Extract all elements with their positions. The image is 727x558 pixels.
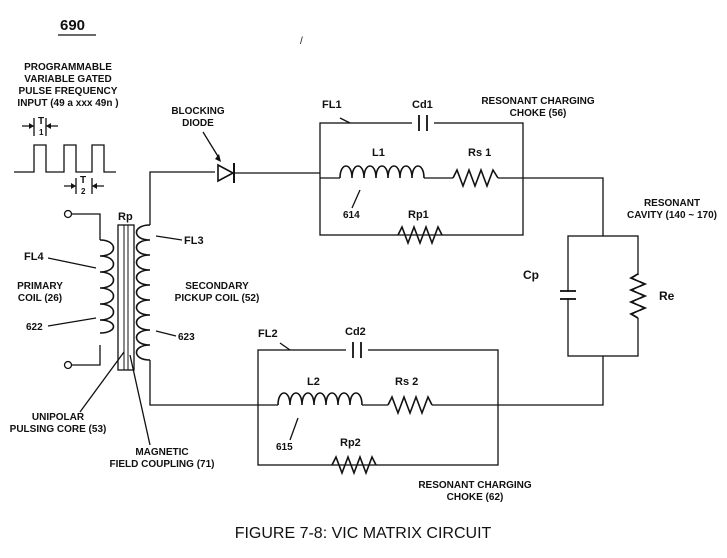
rs2-resistor	[387, 394, 498, 416]
n614-leader	[351, 189, 361, 209]
fl3-label: FL3	[184, 235, 204, 247]
blocking-diode	[202, 131, 320, 183]
rp1-label: Rp1	[408, 209, 429, 221]
cd2-label: Cd2	[345, 326, 366, 338]
unipolar-core-leader	[79, 351, 125, 413]
figure-caption: FIGURE 7-8: VIC MATRIX CIRCUIT	[235, 525, 492, 542]
fl2-box	[257, 342, 499, 466]
magnetic-coupling-line1: MAGNETIC	[135, 447, 188, 458]
fl3-leader	[155, 235, 183, 241]
pulse-waveform: T 1 T 2	[14, 116, 116, 196]
primary-coil-line2: COIL (26)	[18, 293, 62, 304]
n623-label: 623	[178, 332, 195, 343]
n615-leader	[289, 417, 299, 441]
magnetic-coupling-line2: FIELD COUPLING (71)	[109, 459, 214, 470]
magnetic-coupling-leader	[129, 354, 151, 446]
n623-leader	[155, 330, 177, 337]
rs1-resistor	[452, 167, 523, 189]
n615-label: 615	[276, 442, 293, 453]
fl2-label: FL2	[258, 328, 278, 340]
cd1-capacitor	[412, 115, 434, 131]
n622-leader	[47, 317, 97, 327]
rp1-resistor	[397, 224, 443, 246]
input-label-line4: INPUT (49 a xxx 49n )	[17, 98, 118, 109]
choke-bottom-line2: CHOKE (62)	[447, 492, 504, 503]
blocking-diode-line1: BLOCKING	[171, 106, 225, 117]
blocking-diode-label: BLOCKING DIODE	[171, 106, 225, 129]
unipolar-core-line1: UNIPOLAR	[32, 412, 85, 423]
pulse-t2-sub: 2	[81, 187, 86, 196]
pulse-t1-sub: 1	[39, 128, 44, 137]
unipolar-pulsing-core	[117, 224, 135, 371]
cavity-line1: RESONANT	[644, 198, 700, 209]
l1-label: L1	[372, 147, 385, 159]
figure-number: 690	[60, 17, 85, 34]
pulse-t1: T	[38, 116, 44, 127]
cp-label: Cp	[523, 268, 539, 282]
choke-bottom-label: RESONANT CHARGING CHOKE (62)	[418, 480, 532, 503]
input-label-line3: PULSE FREQUENCY	[19, 86, 118, 97]
secondary-pickup-coil	[135, 171, 258, 406]
rs1-label: Rs 1	[468, 147, 491, 159]
secondary-coil-line1: SECONDARY	[185, 281, 249, 292]
primary-coil	[63, 209, 115, 370]
unipolar-core-line2: PULSING CORE (53)	[10, 424, 107, 435]
resonant-cavity	[560, 235, 648, 357]
unipolar-core-label: UNIPOLAR PULSING CORE (53)	[10, 412, 107, 435]
blocking-diode-line2: DIODE	[182, 118, 214, 129]
rs2-label: Rs 2	[395, 376, 418, 388]
choke-top-line2: CHOKE (56)	[510, 108, 567, 119]
fl4-leader	[47, 257, 97, 269]
cd1-label: Cd1	[412, 99, 433, 111]
l1-inductor	[320, 165, 453, 179]
cd2-capacitor	[346, 342, 368, 358]
cavity-label: RESONANT CAVITY (140 ~ 170)	[627, 198, 717, 221]
input-label-line1: PROGRAMMABLE	[24, 62, 112, 73]
primary-coil-label: PRIMARY COIL (26)	[17, 281, 63, 304]
magnetic-coupling-label: MAGNETIC FIELD COUPLING (71)	[109, 447, 214, 470]
input-label-line2: VARIABLE GATED	[24, 74, 111, 85]
n622-label: 622	[26, 322, 43, 333]
l2-inductor	[258, 392, 388, 406]
re-label: Re	[659, 289, 675, 303]
rp-core-label: Rp	[118, 211, 133, 223]
n614-label: 614	[343, 210, 360, 221]
rp2-resistor	[331, 454, 377, 476]
pulse-t2: T	[80, 175, 86, 186]
pulse-input-label: PROGRAMMABLE VARIABLE GATED PULSE FREQUE…	[17, 62, 118, 109]
l2-label: L2	[307, 376, 320, 388]
fl4-label: FL4	[24, 251, 44, 263]
rp2-label: Rp2	[340, 437, 361, 449]
secondary-coil-line2: PICKUP COIL (52)	[175, 293, 260, 304]
choke-bottom-line1: RESONANT CHARGING	[418, 480, 532, 491]
primary-coil-line1: PRIMARY	[17, 281, 63, 292]
choke-top-line1: RESONANT CHARGING	[481, 96, 595, 107]
cavity-line2: CAVITY (140 ~ 170)	[627, 210, 717, 221]
secondary-coil-label: SECONDARY PICKUP COIL (52)	[175, 281, 260, 304]
fl1-label: FL1	[322, 99, 342, 111]
stray-mark: /	[300, 36, 303, 47]
choke-top-label: RESONANT CHARGING CHOKE (56)	[481, 96, 595, 119]
